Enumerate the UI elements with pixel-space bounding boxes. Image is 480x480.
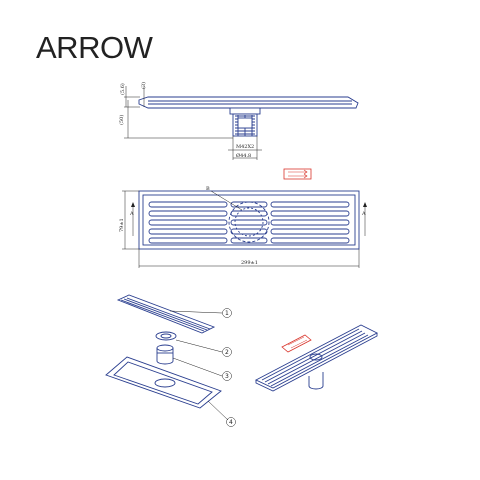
part-label-3: 3: [225, 373, 229, 380]
flow-tag: [281, 334, 312, 353]
top-view: B A A 79±1 299±1: [119, 186, 367, 268]
width-dim: 299±1: [241, 260, 258, 266]
dim-height: (50): [118, 115, 125, 125]
part-labels: 1 2 3 4: [222, 308, 236, 427]
thread-label: M42X2: [236, 144, 254, 150]
section-arrow-right: [363, 202, 367, 207]
drain-core: [237, 117, 253, 129]
drain-outline: [228, 201, 270, 243]
assembled-view: [254, 324, 378, 392]
part-frame: [105, 356, 222, 409]
side-view: (5.6) (3) (50) M42X2 Ø44.8: [118, 82, 359, 160]
part-grate: [116, 294, 216, 334]
exploded-view: [105, 294, 229, 421]
height-dim: 79±1: [119, 218, 125, 232]
section-arrow-left: [131, 202, 135, 207]
part-label-2: 2: [225, 349, 229, 356]
part-label-1: 1: [225, 310, 229, 317]
dim-top1: (5.6): [119, 83, 126, 95]
part-seal: [155, 331, 177, 341]
brand-logo: ARROW: [36, 30, 153, 65]
section-left-label: A: [129, 211, 134, 217]
part-label-4: 4: [229, 419, 233, 426]
diameter-label: Ø44.8: [236, 152, 251, 159]
part-drain-core: [156, 348, 174, 365]
dim-top2: (3): [140, 82, 147, 89]
section-right-label: A: [361, 211, 366, 217]
callout-b: B: [206, 186, 210, 192]
flow-arrow-symbol: [283, 168, 312, 180]
